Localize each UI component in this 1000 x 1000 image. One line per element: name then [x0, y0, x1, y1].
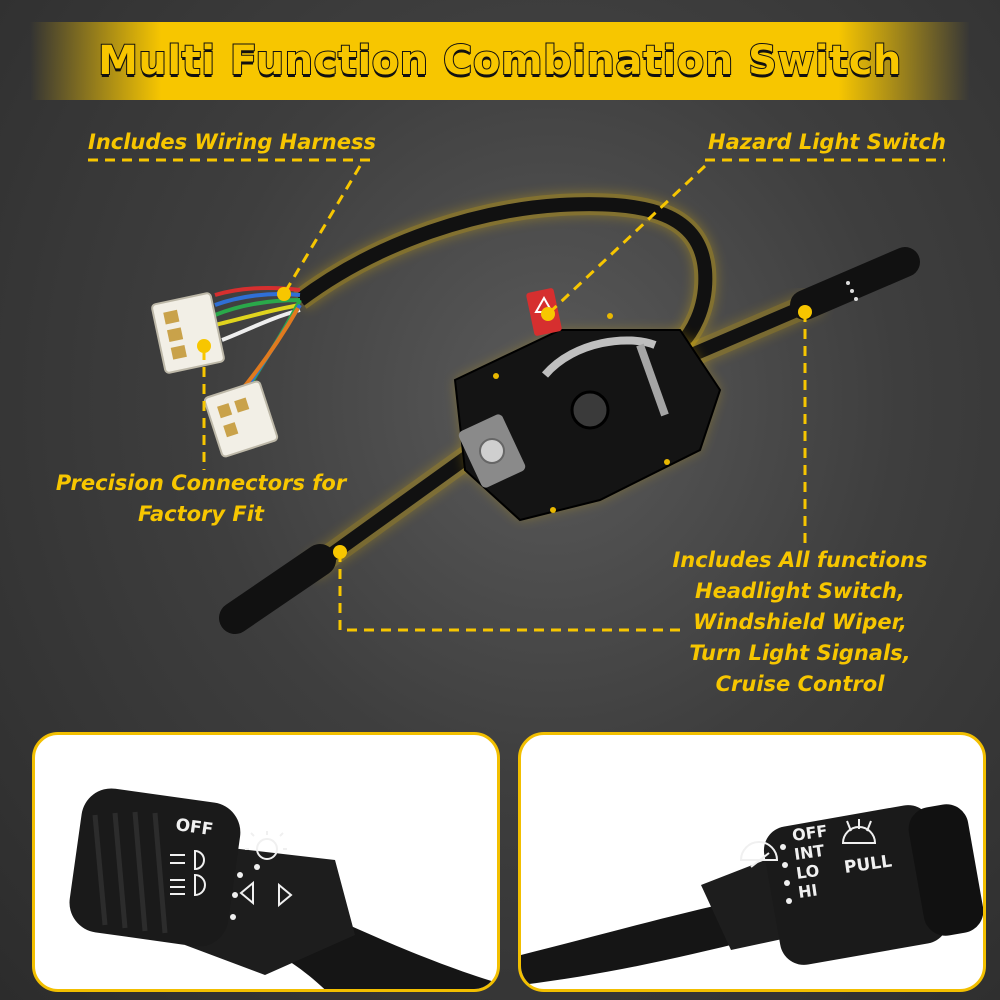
turn-arrows-icon	[239, 880, 293, 908]
callout-connectors: Precision Connectors for Factory Fit	[45, 468, 357, 530]
washer-icon	[841, 819, 877, 844]
callout-functions-line3: Windshield Wiper,	[693, 610, 907, 634]
callout-dots	[197, 287, 812, 559]
wiper-hi-label: HI	[797, 880, 819, 902]
callout-functions-line5: Cruise Control	[715, 672, 885, 696]
callout-connectors-line1: Precision Connectors for	[55, 471, 347, 495]
wires	[214, 285, 302, 394]
connector-bottom	[203, 380, 279, 458]
callout-lines	[88, 158, 945, 632]
callout-functions-line1: Includes All functions	[672, 548, 928, 572]
wiper-stalk-closeup: OFF INT LO HI PULL	[518, 732, 986, 992]
parking-light-icon	[170, 849, 205, 871]
switch-body	[453, 313, 722, 522]
callout-hazard-switch: Hazard Light Switch	[708, 130, 946, 154]
harness-cable	[293, 193, 717, 353]
wiper-lo-label: LO	[795, 861, 821, 883]
wiper-icon	[739, 841, 779, 868]
callout-functions-line4: Turn Light Signals,	[689, 641, 911, 665]
title-banner: Multi Function Combination Switch	[30, 22, 970, 100]
wiper-stalk	[673, 247, 920, 372]
callout-functions-line2: Headlight Switch,	[695, 579, 905, 603]
wiper-int-label: INT	[793, 841, 826, 864]
wiper-off-label: OFF	[791, 821, 829, 845]
headlight-icon	[245, 831, 287, 860]
callout-functions: Includes All functions Headlight Switch,…	[660, 545, 940, 700]
grip-ridges	[92, 811, 168, 934]
callout-connectors-line2: Factory Fit	[138, 502, 264, 526]
low-beam-icon	[170, 873, 206, 897]
page-title: Multi Function Combination Switch	[97, 37, 902, 85]
headlight-stalk-closeup: OFF	[32, 732, 500, 992]
callout-wiring-harness: Includes Wiring Harness	[88, 130, 376, 154]
connector-top	[151, 292, 225, 374]
